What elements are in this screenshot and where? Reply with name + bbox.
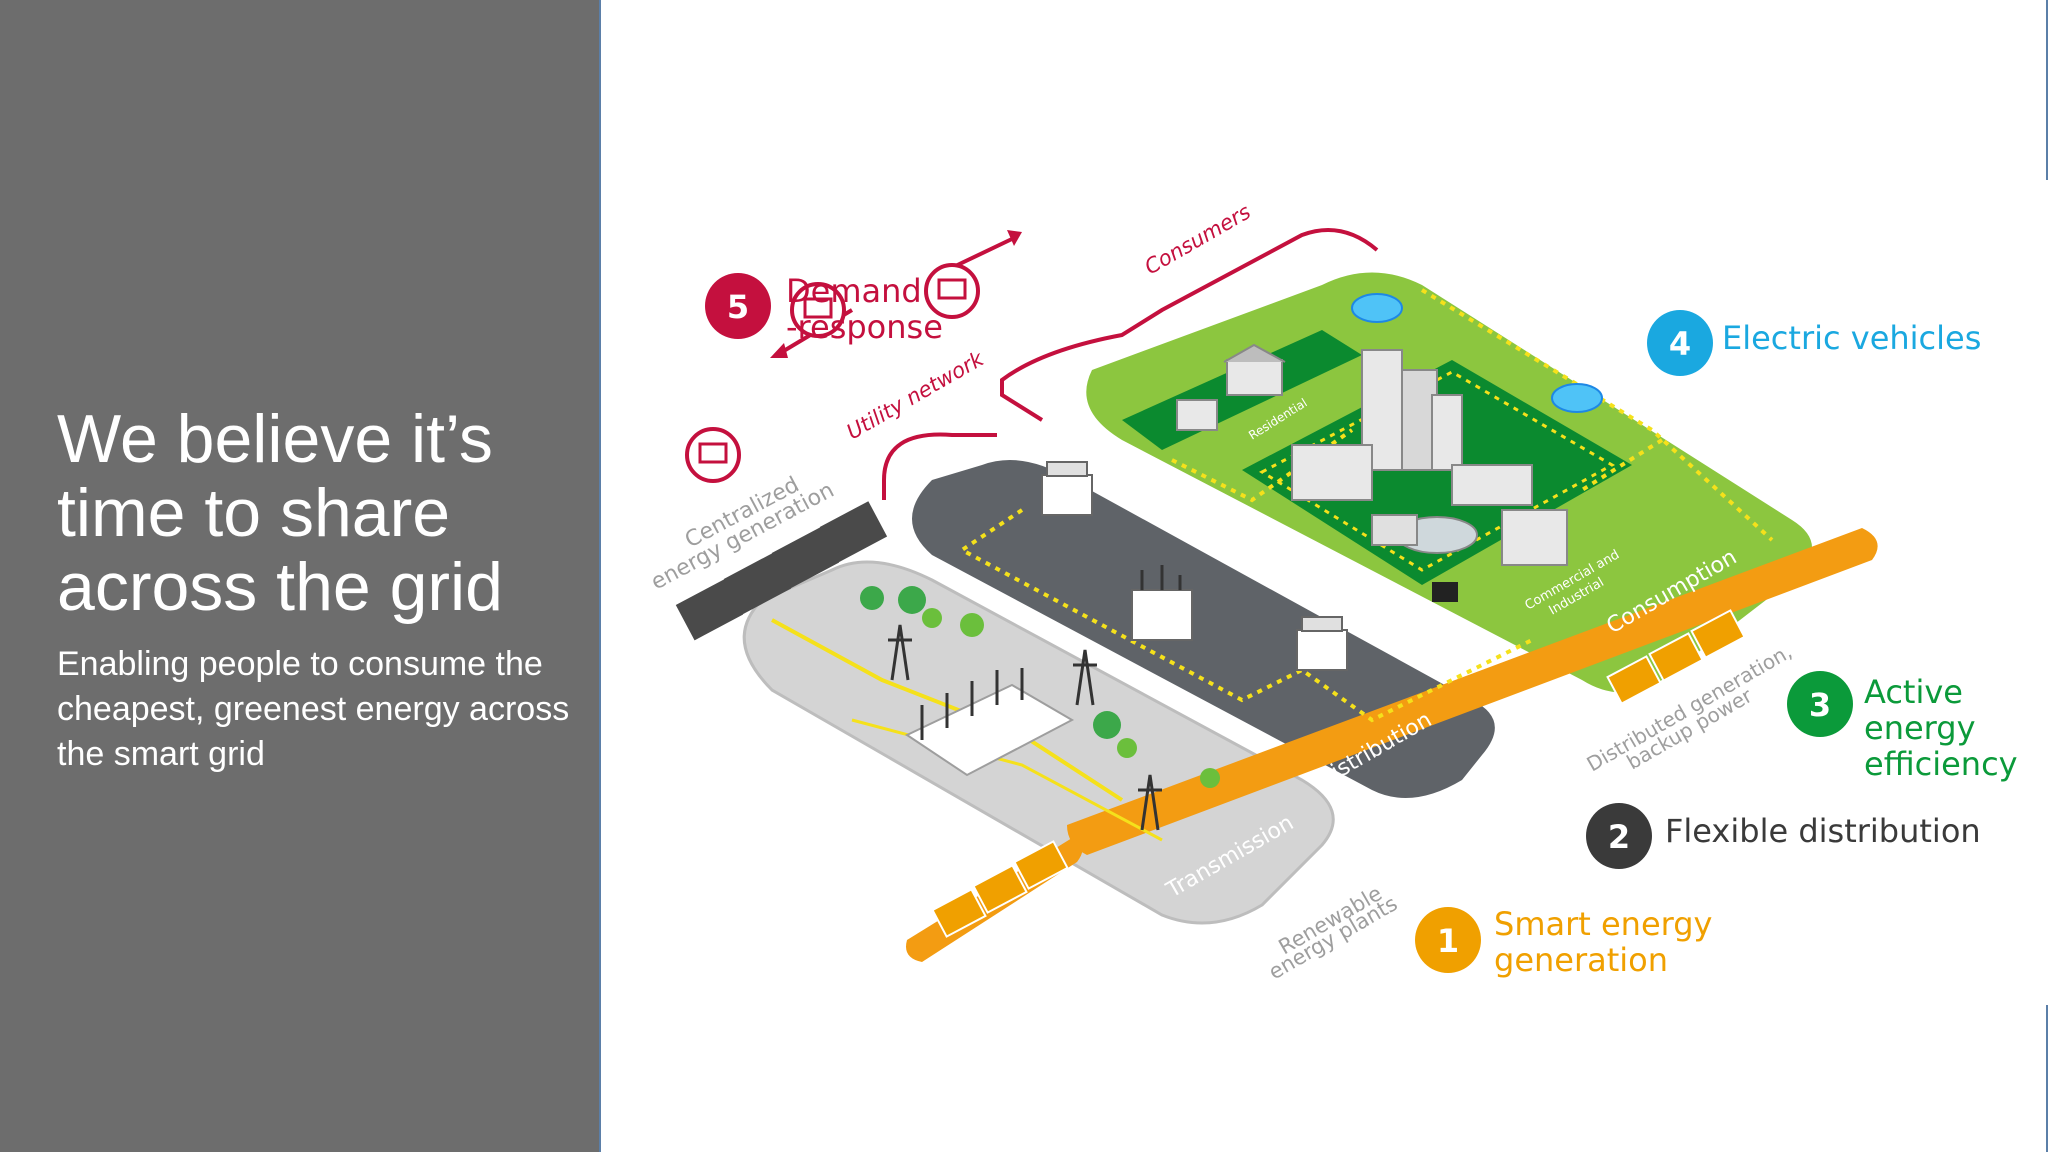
- svg-text:1: 1: [1437, 922, 1459, 960]
- distributed-generation-strip: [1067, 528, 1878, 855]
- utility-network-label: Utility network: [843, 346, 989, 444]
- left-panel: We believe it’s time to share across the…: [0, 0, 600, 1152]
- panel-divider: [599, 0, 601, 1152]
- step-3-label-2: energy: [1864, 709, 1976, 747]
- tree: [898, 586, 926, 614]
- transmission-tower-3: [1138, 774, 1162, 831]
- distributed-block-3: [1690, 609, 1746, 659]
- step-2-label: Flexible distribution: [1665, 812, 1981, 850]
- step-3-label-1: Active: [1864, 673, 1963, 711]
- distributed-block-2: [1648, 632, 1704, 682]
- substation: [904, 683, 1075, 777]
- slide-headline: We believe it’s time to share across the…: [57, 401, 503, 625]
- transmission-zone: [742, 560, 1335, 925]
- residential-houses: [1176, 343, 1286, 431]
- consumers-link: [1000, 228, 1379, 422]
- tree: [960, 613, 984, 637]
- ev-charger-1: [1351, 293, 1403, 323]
- step-5-label-2: -response: [786, 308, 943, 346]
- svg-text:2: 2: [1608, 818, 1630, 856]
- consumer-monitor-icon: [924, 263, 980, 319]
- tree: [1093, 711, 1121, 739]
- step-5-label-1: Demand: [786, 272, 922, 310]
- frame-edge-top: [2046, 0, 2048, 180]
- transmission-tower-2: [1073, 649, 1097, 706]
- smart-grid-diagram: Centralized energy generation Utility ne…: [602, 0, 2046, 1152]
- renewable-block-1: [931, 888, 987, 938]
- svg-text:4: 4: [1669, 325, 1691, 363]
- tree: [922, 608, 942, 628]
- network-monitor-icon: [790, 282, 846, 338]
- distribution-building-3: [1296, 616, 1348, 671]
- ev-charger-2: [1551, 383, 1603, 413]
- distributed-block-1: [1606, 655, 1662, 705]
- tree: [860, 586, 884, 610]
- utility-network-link: [882, 432, 997, 500]
- renewable-block-2: [972, 864, 1028, 914]
- step-1-label-2: generation: [1494, 941, 1668, 979]
- tree: [1117, 738, 1137, 758]
- transmission-tower-1: [888, 624, 912, 681]
- step-3-badge: [1787, 671, 1853, 737]
- svg-text:5: 5: [727, 288, 749, 326]
- step-1-badge: [1415, 907, 1481, 973]
- renewable-block-3: [1013, 840, 1069, 890]
- step-4-badge: [1647, 310, 1713, 376]
- step-4-label: Electric vehicles: [1722, 319, 1981, 357]
- svg-text:3: 3: [1809, 686, 1831, 724]
- distribution-building-1: [1041, 461, 1093, 516]
- frame-edge-bottom: [2046, 1005, 2048, 1152]
- centralized-generation-blocks: [675, 501, 888, 641]
- tree: [1200, 768, 1220, 788]
- step-5-badge: [705, 273, 771, 339]
- utility-monitor-icon: [685, 427, 741, 483]
- step-3-label-3: efficiency: [1864, 745, 2018, 783]
- commercial-lot: [1242, 360, 1632, 585]
- step-2-badge: [1586, 803, 1652, 869]
- slide-subheadline: Enabling people to consume the cheapest,…: [57, 645, 570, 773]
- city-towers: [1291, 349, 1568, 566]
- distribution-building-2: [1131, 565, 1193, 641]
- step-1-label-1: Smart energy: [1494, 905, 1712, 943]
- distribution-zone: [912, 460, 1495, 798]
- utility-monitor: [1432, 582, 1458, 602]
